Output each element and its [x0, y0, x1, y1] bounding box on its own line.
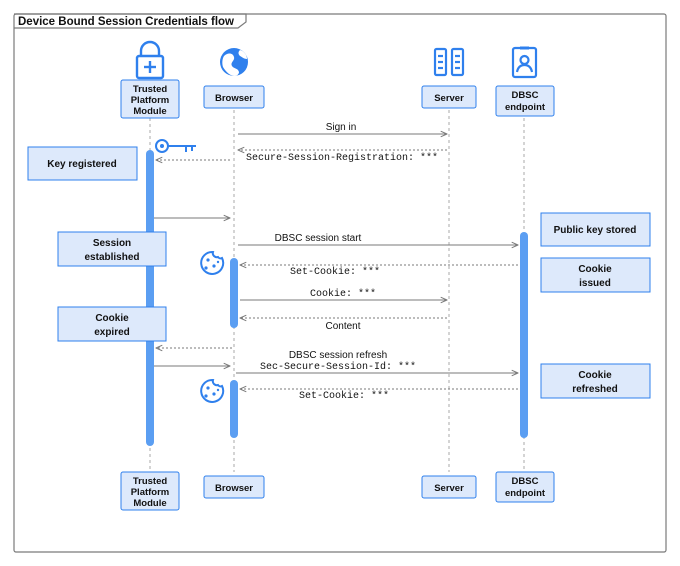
note-public-key-stored-text: Public key stored	[554, 225, 637, 236]
participant-tpm-top: Trusted Platform Module	[120, 79, 180, 119]
message-cookie: Cookie: ***	[240, 288, 447, 300]
participant-server-top: Server	[421, 85, 477, 109]
note-cookie-refreshed-line1: Cookie	[578, 370, 612, 381]
tpm-label-line3: Module	[133, 106, 166, 117]
message-registration: Secure-Session-Registration: ***	[238, 150, 447, 164]
note-key-registered: Key registered	[27, 146, 138, 181]
message-set-cookie-2-label: Set-Cookie: ***	[299, 390, 389, 402]
participant-dbsc-bottom: DBSC endpoint	[495, 471, 555, 503]
dbsc-label-line2: endpoint	[505, 102, 546, 113]
message-session-start: DBSC session start	[238, 233, 518, 245]
note-key-registered-text: Key registered	[47, 159, 116, 170]
diagram-title: Device Bound Session Credentials flow	[18, 16, 234, 28]
activation-dbsc	[520, 232, 528, 438]
server-icon	[433, 47, 465, 77]
browser-label: Browser	[215, 93, 253, 104]
note-session-established-line2: established	[84, 252, 139, 263]
message-session-refresh: DBSC session refresh Sec-Secure-Session-…	[236, 350, 518, 373]
message-cookie-label: Cookie: ***	[310, 288, 376, 300]
activation-browser-1	[230, 258, 238, 328]
server-label: Server	[434, 93, 464, 104]
frame-title-tab	[14, 13, 247, 29]
note-cookie-issued-line1: Cookie	[578, 264, 612, 275]
message-set-cookie-1: Set-Cookie: ***	[240, 265, 518, 278]
cookie-icon	[200, 378, 225, 403]
server-bottom-label: Server	[434, 483, 464, 494]
participant-dbsc-top: DBSC endpoint	[495, 85, 555, 117]
note-cookie-issued-line2: issued	[579, 278, 611, 289]
message-content: Content	[240, 318, 447, 332]
tpm-label-line1: Trusted	[133, 84, 168, 95]
participant-browser-top: Browser	[203, 85, 265, 109]
id-badge-icon	[511, 46, 538, 79]
tpm-bottom-line1: Trusted	[133, 476, 168, 487]
message-content-label: Content	[325, 321, 360, 332]
browser-bottom-label: Browser	[215, 483, 253, 494]
note-session-established-line1: Session	[93, 238, 131, 249]
participant-browser-bottom: Browser	[203, 475, 265, 499]
cookie-icon	[200, 250, 225, 275]
tpm-bottom-line2: Platform	[131, 487, 170, 498]
note-cookie-expired: Cookie expired	[57, 306, 167, 342]
lock-icon	[135, 40, 165, 80]
dbsc-label-line1: DBSC	[512, 90, 539, 101]
activation-tpm	[146, 150, 154, 446]
message-sign-in: Sign in	[238, 122, 447, 134]
activation-browser-2	[230, 380, 238, 438]
dbsc-bottom-line1: DBSC	[512, 476, 539, 487]
dbsc-bottom-line2: endpoint	[505, 488, 546, 499]
note-cookie-expired-line2: expired	[94, 327, 130, 338]
message-session-refresh-label: DBSC session refresh	[289, 350, 387, 361]
note-cookie-issued: Cookie issued	[540, 257, 651, 293]
tpm-bottom-line3: Module	[133, 498, 166, 509]
note-cookie-refreshed: Cookie refreshed	[540, 363, 651, 399]
tpm-label-line2: Platform	[131, 95, 170, 106]
diagram-frame	[13, 13, 667, 553]
message-registration-label: Secure-Session-Registration: ***	[246, 152, 438, 164]
globe-icon	[220, 48, 248, 76]
participant-tpm-bottom: Trusted Platform Module	[120, 471, 180, 511]
note-session-established: Session established	[57, 231, 167, 267]
message-set-cookie-2: Set-Cookie: ***	[240, 389, 518, 402]
key-icon	[155, 139, 196, 153]
note-public-key-stored: Public key stored	[540, 212, 651, 247]
participant-server-bottom: Server	[421, 475, 477, 499]
message-session-start-label: DBSC session start	[275, 233, 362, 244]
message-set-cookie-1-label: Set-Cookie: ***	[290, 266, 380, 278]
message-sign-in-label: Sign in	[326, 122, 357, 133]
message-session-id-label: Sec-Secure-Session-Id: ***	[260, 361, 416, 373]
note-cookie-expired-line1: Cookie	[95, 313, 129, 324]
note-cookie-refreshed-line2: refreshed	[572, 384, 618, 395]
